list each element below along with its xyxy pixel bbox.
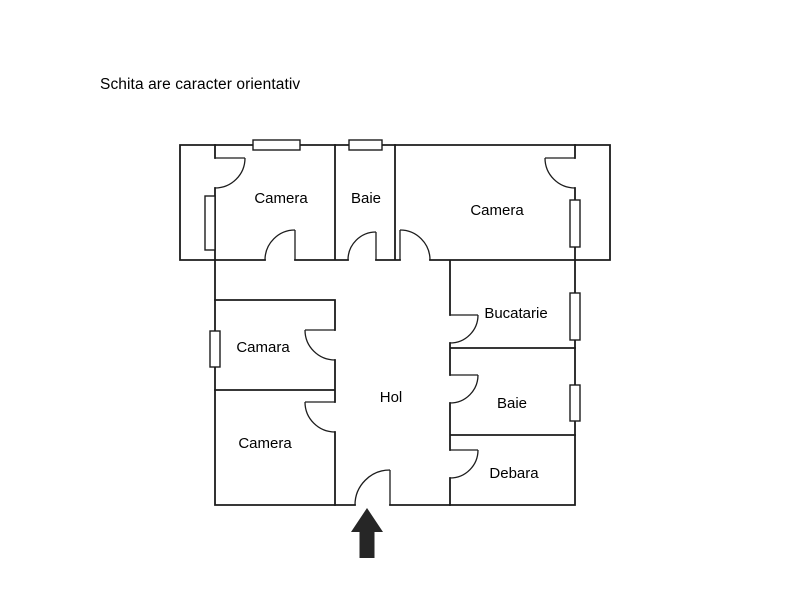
window-right-camera [569,199,581,248]
window-left-camera [204,195,216,251]
window-camara [209,330,221,368]
window-baie-right [569,384,581,422]
window-bucatarie [569,292,581,341]
room-label-debara: Debara [489,465,539,482]
interior-walls [214,144,576,506]
room-labels: Camera Baie Camera Bucatarie Camara Hol … [236,190,547,482]
room-label-camara: Camara [236,339,290,356]
room-label-baie-top: Baie [351,190,381,207]
walls [179,144,611,506]
room-label-bucatarie: Bucatarie [484,305,547,322]
room-label-baie-right: Baie [497,395,527,412]
room-label-camera-bottom-left: Camera [238,435,292,452]
room-label-hol: Hol [380,389,403,406]
entrance-arrow-icon [351,508,383,558]
windows [204,139,581,422]
room-label-camera-top-right: Camera [470,202,524,219]
window-top-camera-left [252,139,301,151]
exterior-walls [179,144,611,506]
room-label-camera-top-left: Camera [254,190,308,207]
doors [214,157,576,506]
window-top-baie [348,139,383,151]
disclaimer-text: Schita are caracter orientativ [100,76,301,93]
door-leaves [215,157,575,505]
door-swing-arcs [214,157,576,506]
